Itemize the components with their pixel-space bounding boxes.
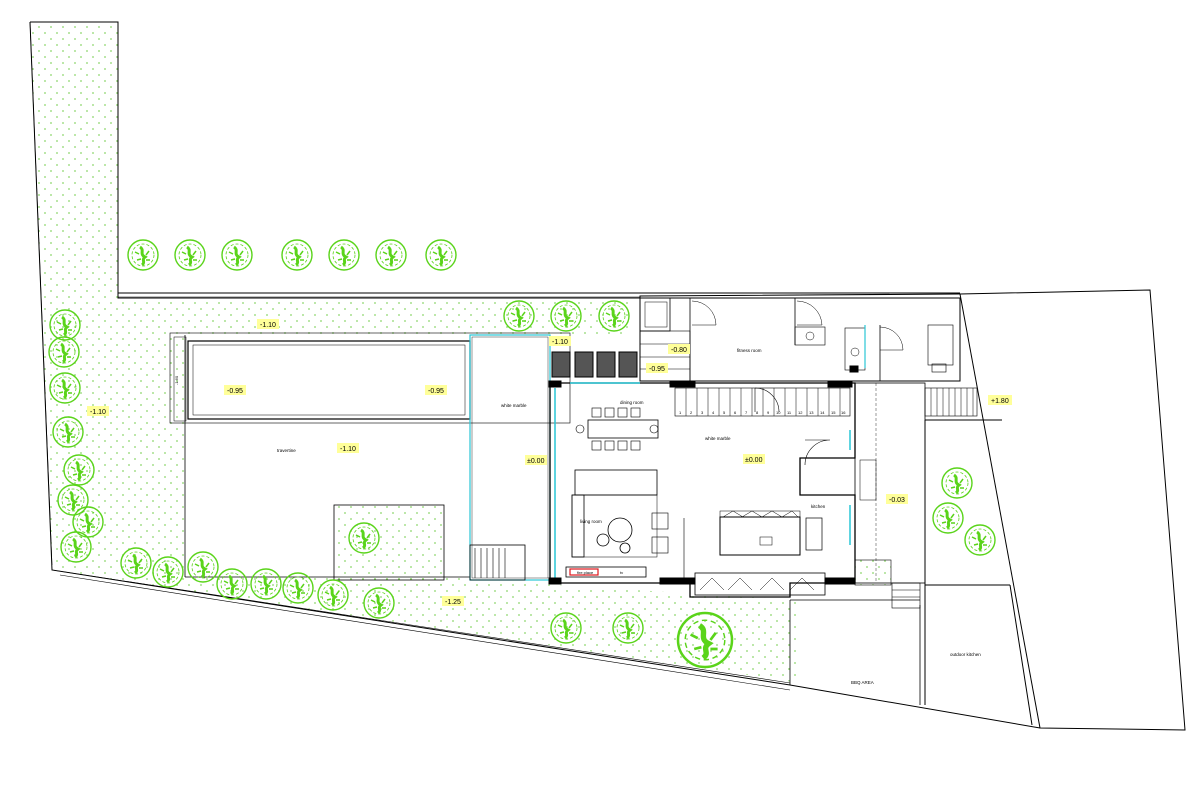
- level-labels: -1.10 -0.95 -0.95 -1.10 -1.10 -1.60 -1.1…: [87, 319, 1012, 606]
- room-labels: white marble dining room white marble li…: [277, 348, 981, 685]
- tree-icon: [424, 238, 458, 272]
- lawn-left-strip: [30, 22, 800, 683]
- room-label-white-marble: white marble: [705, 436, 731, 441]
- level-label: -0.95: [428, 388, 444, 395]
- room-label-dining-room: dining room: [620, 400, 644, 405]
- tree-icon: [186, 550, 220, 584]
- room-label-kitchen: kitchen: [811, 504, 826, 509]
- level-label: -0.03: [889, 497, 905, 504]
- stair-number: 14: [820, 410, 825, 415]
- tree-icon: [173, 238, 207, 272]
- stair-number: 2: [690, 410, 693, 415]
- room-label-living-room: living room: [580, 519, 602, 524]
- lawn-areas: [30, 22, 892, 683]
- room-label-bbq-area: BBQ AREA: [851, 680, 874, 685]
- room-label-fitness-room: fitness room: [737, 348, 762, 353]
- stair-number: 12: [798, 410, 803, 415]
- stair-number: 16: [841, 410, 846, 415]
- stair-number: 1: [679, 410, 682, 415]
- stair-number: 11: [787, 410, 792, 415]
- stair-number: 5: [723, 410, 726, 415]
- stair-number: 7: [745, 410, 748, 415]
- tree-icon: [327, 238, 361, 272]
- side-yard: [789, 382, 978, 705]
- room-label-travertine: travertine: [277, 448, 296, 453]
- tree-icon: [126, 238, 160, 272]
- tree-icon: [963, 523, 997, 557]
- level-label: -1.10: [552, 339, 568, 346]
- stair-number: 13: [809, 410, 814, 415]
- level-label: -1.10: [90, 409, 106, 416]
- room-label-white-marble: white marble: [501, 403, 527, 408]
- stair-number: 15: [831, 410, 836, 415]
- room-label-tv: tv: [620, 570, 623, 575]
- stair-numbers: 1 2 3 4 5 6 7 8 9 10 11 12 13 14 15 16: [679, 410, 846, 415]
- tree-icon: [374, 238, 408, 272]
- lawn-green-box: [854, 559, 892, 586]
- stair-number: 4: [712, 410, 715, 415]
- level-label: -0.80: [671, 347, 687, 354]
- tree-icon: [931, 501, 965, 535]
- level-label: -0.95: [649, 366, 665, 373]
- level-label: -1.10: [340, 446, 356, 453]
- stair-number: 9: [767, 410, 770, 415]
- level-label: -1.25: [445, 599, 461, 606]
- room-label-outdoor-kitchen: outdoor kitchen: [950, 652, 981, 657]
- level-label: -1.60: [174, 375, 179, 385]
- level-label: +1.80: [991, 398, 1009, 405]
- stair-number: 10: [776, 410, 781, 415]
- level-label: ±0.00: [527, 458, 545, 465]
- level-label: ±0.00: [745, 457, 763, 464]
- tree-icon: [280, 238, 314, 272]
- stair-number: 6: [734, 410, 737, 415]
- room-label-fire-place: fire place: [577, 570, 594, 575]
- tree-icon: [940, 466, 974, 500]
- stair-number: 8: [756, 410, 759, 415]
- level-label: -1.10: [260, 322, 276, 329]
- lawn-planter: [334, 505, 444, 585]
- tree-icon: [220, 238, 254, 272]
- level-label: -0.95: [227, 388, 243, 395]
- stair-number: 3: [701, 410, 704, 415]
